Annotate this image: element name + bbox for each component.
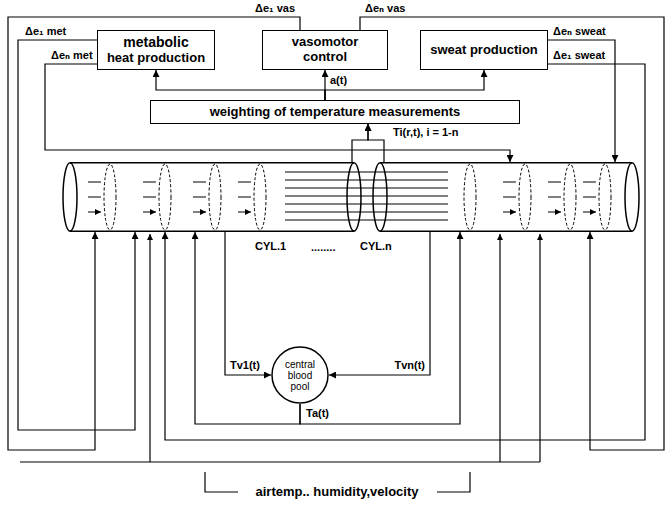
connector [360,17,664,450]
connector [329,232,430,375]
edge-label: Tvn(t) [393,359,426,372]
edge-label: Δe₁ met [24,25,67,38]
cylinder: CYL.1 [62,162,362,232]
node-text: metabolic [123,34,188,50]
process-box: sweat production [420,30,548,70]
shell-ellipse [209,164,221,230]
heat-flow-arrow [238,182,251,212]
edge-label: Ta(t) [305,407,330,420]
connector [300,232,460,424]
shell-ellipse [159,164,171,230]
edge-label: a(t) [329,74,348,87]
cylinder-outline [62,162,362,232]
connector [368,124,384,162]
node-text: vasomotor control [273,35,377,65]
shell-ellipse [104,164,116,230]
environment-line [499,234,500,462]
cylinder-outline [372,162,640,232]
shell-ellipse [254,164,266,230]
cylinder-end [347,163,361,232]
heat-flow-arrow [583,182,596,212]
ellipsis-label: ........ [310,240,336,254]
heat-flow-arrow [503,182,516,212]
exchange-lines [285,172,448,220]
cylinder-end [63,163,77,232]
cylinder-end [625,163,639,232]
heat-flow-arrow [548,182,561,212]
environment-line [539,234,540,462]
edge-label: Tv1(t) [229,359,261,372]
node-text: weighting of temperature measurements [210,105,461,120]
shell-ellipse [599,164,611,230]
heat-flow-arrow [88,182,101,212]
heat-flow-arrow [143,182,156,212]
environment-label: airtemp.. humidity,velocity [254,484,419,500]
cylinder-outline [380,163,632,232]
cylinder-label: CYL.n [360,240,392,253]
connector [18,40,135,430]
shell-ellipse [564,164,576,230]
cylinder-label: CYL.1 [255,240,286,253]
edge-label: Δe₁ vas [254,2,296,15]
process-box: weighting of temperature measurements [150,100,520,124]
bracket [205,472,238,492]
connector [45,64,510,162]
edge-label: Δeₙ met [50,49,94,62]
process-box: metabolicheat production [97,30,215,70]
process-box: vasomotor control [262,30,388,70]
shell-ellipses [104,164,611,230]
edge-label: Δeₙ vas [364,2,406,15]
connector [156,70,325,100]
environment-line [149,234,150,462]
node-text: sweat production [430,43,538,58]
environment-lines [20,234,540,492]
edge-label: Δe₁ sweat [552,49,606,62]
blood-pool-circle: central blood pool [271,346,329,404]
node-text: central blood pool [277,359,323,392]
circle-outline [272,347,328,403]
edge-label: Δeₙ sweat [552,25,607,38]
heat-flow-arrow [193,182,206,212]
shell-ellipse [464,164,476,230]
cylinder: CYL.n [372,162,640,232]
cylinder-end [373,163,387,232]
connector [8,17,300,450]
shell-ellipse [519,164,531,230]
connector [325,70,484,100]
cylinder-outline [70,163,354,232]
connector [225,232,271,375]
node-text: heat production [107,51,205,66]
exchange-line [285,172,448,220]
heat-flow-arrows [88,182,596,212]
connector [352,124,368,162]
bracket [437,472,470,492]
environment-line [20,461,540,462]
edge-label: Ti(r,t), i = 1-n [392,126,460,139]
connector [548,40,615,162]
